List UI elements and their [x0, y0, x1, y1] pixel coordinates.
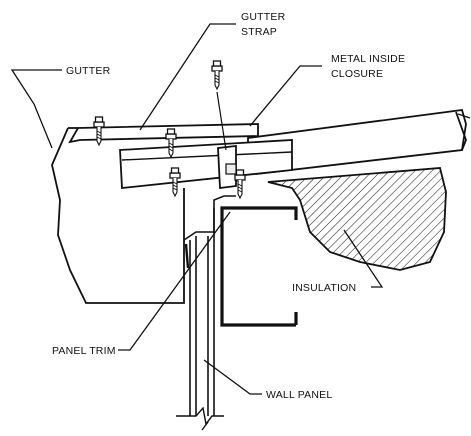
gutter-label: GUTTER: [66, 65, 111, 77]
wall-panel: [189, 208, 215, 416]
break-line-icon: [176, 406, 224, 431]
self-drilling-screw-icon: [211, 60, 223, 90]
panel-trim: [183, 195, 236, 241]
gutter-body: [51, 127, 185, 304]
metal-inside-closure-label-line1: METAL INSIDE: [331, 53, 405, 65]
leader-lines: [10, 23, 384, 395]
eave-strut: [119, 139, 293, 189]
wall-panel-label: WALL PANEL: [266, 389, 332, 401]
insulation-hatch: [267, 167, 447, 271]
gutter-strap: [68, 123, 259, 144]
c-purlin: [220, 206, 298, 327]
gutter-strap-label-line2: STRAP: [241, 26, 277, 38]
metal-inside-closure-label-line2: CLOSURE: [331, 68, 383, 80]
gutter-strap-label-line1: GUTTER: [241, 11, 286, 23]
panel-trim-label: PANEL TRIM: [52, 345, 116, 357]
insulation-label: INSULATION: [292, 282, 356, 294]
